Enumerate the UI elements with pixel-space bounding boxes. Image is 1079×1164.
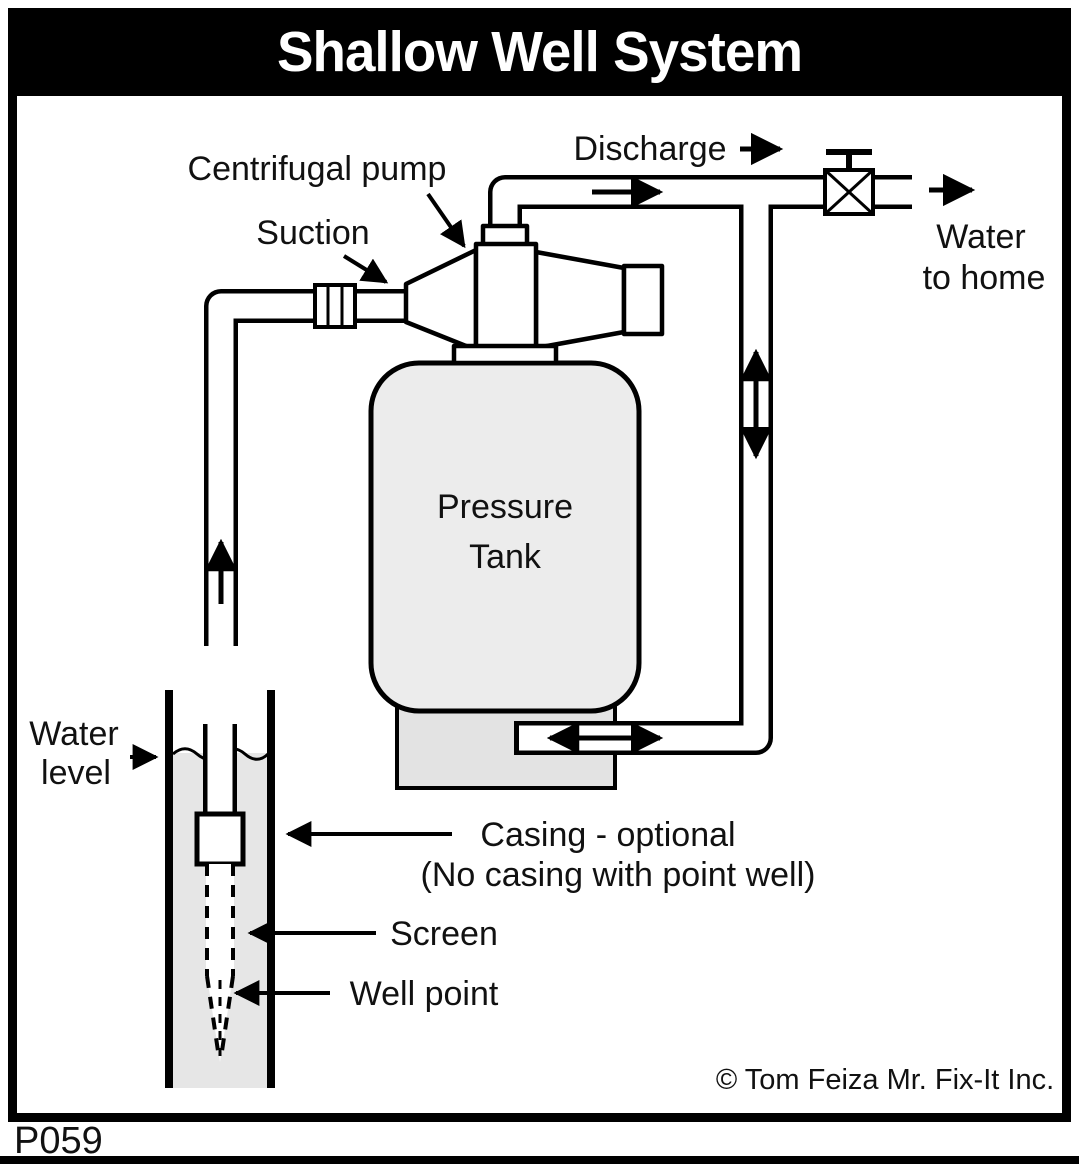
suction-label-arrow	[342, 254, 389, 284]
label-water-level-2: level	[41, 754, 111, 792]
pump-housing	[533, 249, 627, 351]
well-casing	[165, 690, 275, 1088]
label-suction: Suction	[256, 214, 369, 252]
label-screen: Screen	[390, 915, 498, 953]
label-discharge: Discharge	[573, 130, 726, 168]
pressure-tank	[368, 360, 642, 714]
figure-code: P059	[14, 1120, 103, 1162]
shutoff-valve	[823, 149, 875, 216]
pump-label-arrow	[426, 192, 466, 249]
pump-volute	[403, 247, 479, 353]
title-bar: Shallow Well System	[8, 8, 1071, 96]
centrifugal-pump	[403, 223, 665, 366]
label-well-point: Well point	[350, 975, 499, 1013]
flow-arrows	[204, 173, 976, 755]
label-pressure-tank-2: Tank	[469, 538, 542, 576]
copyright-text: © Tom Feiza Mr. Fix-It Inc.	[716, 1064, 1054, 1096]
labels: Centrifugal pump Suction Discharge Water…	[29, 130, 1054, 1096]
label-water-to-home-2: to home	[923, 259, 1046, 297]
pump-motor	[621, 263, 665, 337]
pipe-coupling	[313, 283, 357, 329]
label-casing-note: (No casing with point well)	[421, 856, 816, 894]
bottom-border	[0, 1156, 1079, 1164]
page-title: Shallow Well System	[276, 20, 803, 84]
label-arrows	[130, 132, 784, 1006]
label-centrifugal-pump: Centrifugal pump	[188, 150, 447, 188]
label-pressure-tank-1: Pressure	[437, 488, 573, 526]
screen-pipe	[206, 864, 234, 976]
label-water-level-1: Water	[29, 715, 118, 753]
pump-base-flange	[451, 343, 559, 366]
drop-pipe-coupling	[194, 811, 246, 867]
pump-body	[473, 241, 539, 355]
label-casing: Casing - optional	[480, 816, 735, 854]
label-water-to-home-1: Water	[936, 218, 1025, 256]
